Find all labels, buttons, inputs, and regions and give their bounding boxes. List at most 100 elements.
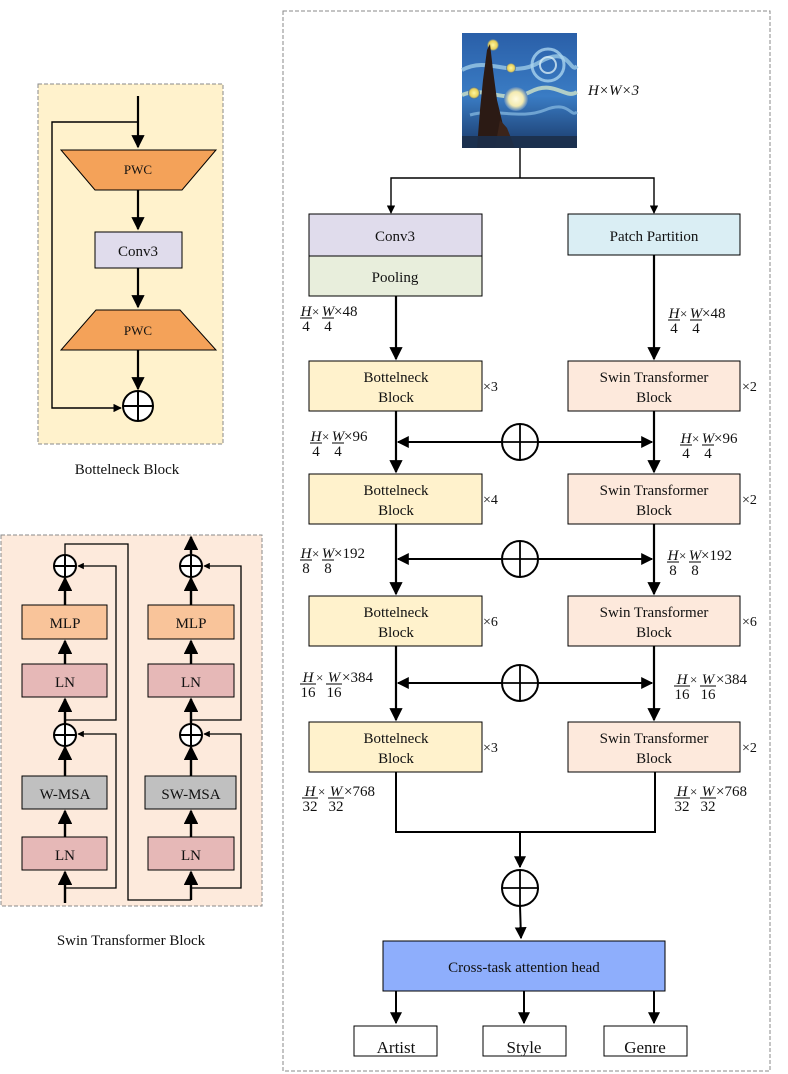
swin-block-label: Swin Transformer [600,370,709,386]
bottleneck-block-2 [308,473,483,525]
times-sign: × [690,784,697,799]
dim-denominator: 4 [334,444,342,460]
input-image [461,33,579,148]
times-sign: × [680,306,687,321]
add-icon [501,869,539,907]
swin-right-ln-bottom: LN [181,848,201,864]
swin-input-dim-label: H4×W4×48 [668,306,726,337]
output-artist-label: Artist [377,1038,416,1057]
dim-numerator-w: W [330,784,344,800]
bottleneck-block-1 [308,360,483,412]
bottleneck-block-label: Block [378,751,414,767]
dim-denominator: 16 [701,687,717,703]
dim-denominator: 8 [669,563,677,579]
swin-block-label: Block [636,390,672,406]
cnn-stage-dim-label: H16×W16×384 [300,670,373,701]
swin-block-label: Block [636,503,672,519]
dim-numerator-h: H [668,306,681,322]
dim-numerator-w: W [322,304,336,320]
output-genre-box [603,1025,688,1057]
dim-denominator: 32 [701,799,716,815]
swin-repeat-count: ×2 [742,741,757,756]
swin-block-label: Swin Transformer [600,605,709,621]
swin-repeat-count: ×2 [742,493,757,508]
bottleneck-block-label: Bottelneck [364,605,429,621]
bottleneck-block-label: Bottelneck [364,483,429,499]
dim-numerator-w: W [702,672,716,688]
bottleneck-repeat-count: ×6 [483,615,498,630]
bottleneck-block-label: Block [378,625,414,641]
dim-channels: ×384 [716,672,747,688]
bottleneck-block-label: Bottelneck [364,731,429,747]
add-icon [179,554,203,578]
add-icon [53,554,77,578]
main-panel-border [282,10,771,1072]
dim-channels: ×48 [334,304,357,320]
conv3-label: Conv3 [375,229,415,245]
dim-denominator: 32 [329,799,344,815]
times-sign: × [312,304,319,319]
add-icon [53,723,77,747]
times-sign: × [318,784,325,799]
dim-numerator-h: H [667,548,680,564]
swin-repeat-count: ×6 [742,615,757,630]
dim-denominator: 4 [692,321,700,337]
swin-stage-dim-label: H4×W4×96 [680,431,738,462]
bottleneck-repeat-count: ×4 [483,493,498,508]
dim-channels: ×48 [702,306,725,322]
swin-left-msa: W-MSA [40,787,91,803]
dim-denominator: 4 [704,446,712,462]
main-architecture-panel: H×W×3 Conv3 Pooling Patch Partition H4×W… [282,10,771,1072]
dim-numerator-h: H [302,670,315,686]
dim-denominator: 4 [682,446,690,462]
dim-denominator: 4 [312,444,320,460]
dim-channels: ×96 [344,429,368,445]
dim-denominator: 16 [301,685,317,701]
cnn-stage-dim-label: H4×W4×96 [310,429,368,460]
times-sign: × [316,670,323,685]
dim-denominator: 16 [327,685,343,701]
swin-repeat-count: ×2 [742,380,757,395]
output-artist-box [353,1025,438,1057]
swin-left-ln-bottom: LN [55,848,75,864]
cross-task-attention-head-box [382,940,666,992]
swin-right-mlp: MLP [176,616,207,632]
swin-detail-panel: LN W-MSA LN MLP LN SW-MSA [0,534,263,907]
dim-denominator: 32 [675,799,690,815]
patch-partition-label: Patch Partition [610,229,699,245]
dim-channels: ×192 [334,546,365,562]
swin-transformer-block-3 [567,595,741,647]
times-sign: × [679,548,686,563]
swin-block-label: Swin Transformer [600,731,709,747]
pwc-bottom-label: PWC [124,323,152,338]
swin-final-dim-label: H32×W32×768 [674,784,747,815]
cnn-input-dim-label: H4×W4×48 [300,304,358,335]
cnn-stage-dim-label: H8×W8×192 [300,546,365,577]
swin-stage-dim-label: H8×W8×192 [667,548,732,579]
dim-numerator-w: W [328,670,342,686]
conv3-box [308,213,483,257]
dim-channels: ×96 [714,431,738,447]
swin-block-label: Block [636,625,672,641]
input-dim-label: H×W×3 [587,83,639,99]
dim-denominator: 16 [675,687,691,703]
output-genre-label: Genre [624,1038,666,1057]
pwc-top-label: PWC [124,162,152,177]
swin-block-label: Swin Transformer [600,483,709,499]
dim-numerator-h: H [310,429,323,445]
output-style-box [482,1025,567,1057]
swin-transformer-block-1 [567,360,741,412]
dim-numerator-w: W [702,431,716,447]
add-icon [501,540,539,578]
add-icon [179,723,203,747]
swin-block-label: Block [636,751,672,767]
dim-numerator-w: W [322,546,336,562]
times-sign: × [312,546,319,561]
swin-transformer-block-2 [567,473,741,525]
bottleneck-repeat-count: ×3 [483,741,498,756]
swin-right-msa: SW-MSA [161,787,220,803]
dim-denominator: 32 [303,799,318,815]
pwc-top-shape [59,149,218,191]
